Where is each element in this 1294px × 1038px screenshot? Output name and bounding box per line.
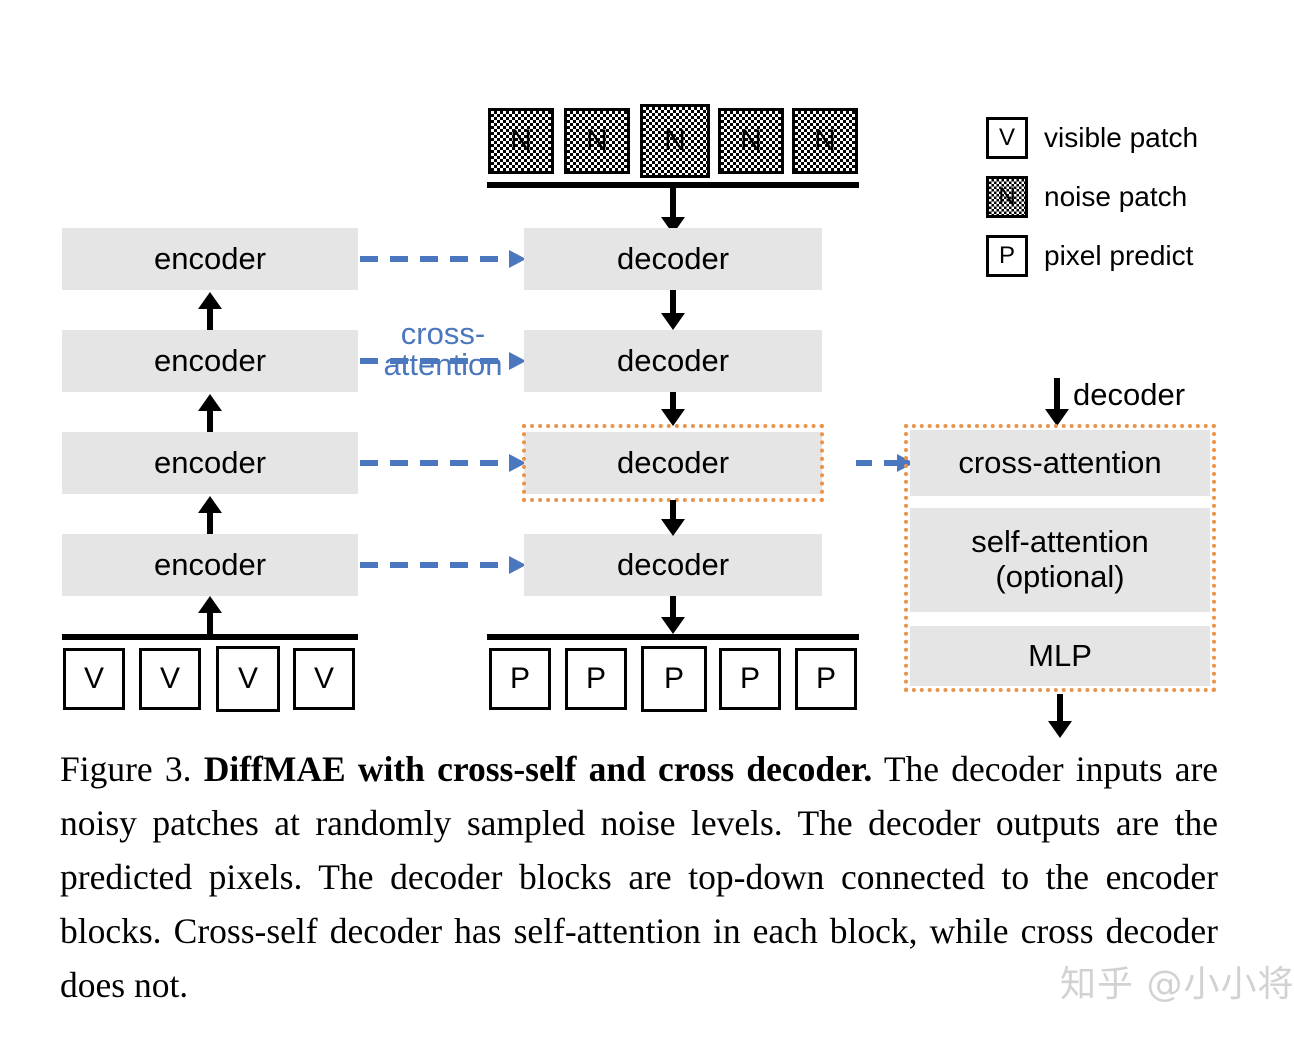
detail-row-self-attention: self-attention (optional) (910, 508, 1210, 612)
visible-patch-label: V (237, 662, 258, 695)
decoder-block-3: decoder (524, 330, 822, 392)
decoder-block-label: decoder (616, 444, 730, 480)
decoder-block-label: decoder (616, 342, 730, 378)
pixel-predict-label: P (815, 662, 836, 695)
noise-patch: N (488, 108, 554, 174)
noise-patch: N (564, 108, 630, 174)
decoder-to-pixel-arrow (661, 596, 685, 634)
detail-panel-output-arrow (1048, 694, 1072, 738)
legend-label: pixel predict (1044, 240, 1194, 271)
noise-patch-busbar (487, 182, 859, 188)
legend-swatch-noise: N (986, 176, 1028, 218)
noise-patch: N (640, 104, 710, 178)
pixel-predict-patch: P (641, 646, 707, 712)
cross-attention-label: cross- attention (383, 316, 503, 382)
highlighted-decoder-block-outline (522, 424, 824, 502)
pixel-predict-label: P (585, 662, 606, 695)
visible-patch: V (63, 648, 125, 710)
encoder-block-label: encoder (153, 240, 267, 276)
noise-patch-label: N (664, 124, 686, 157)
encoder-block-label: encoder (153, 444, 267, 480)
decoder-flow-arrow (661, 392, 685, 426)
cross-attention-arrow-4 (360, 250, 526, 268)
visible-patch: V (293, 648, 355, 710)
legend-symbol: V (998, 124, 1015, 151)
detail-row-label: cross-attention (958, 444, 1162, 480)
visible-patch: V (216, 646, 280, 712)
noise-patch-label: N (586, 124, 608, 157)
legend-label: noise patch (1044, 181, 1188, 212)
legend-swatch-pixel: P (986, 235, 1028, 277)
pixel-predict-busbar (487, 634, 859, 640)
pixel-predict-patch: P (565, 648, 627, 710)
legend-item-noise-patch: N noise patch (986, 176, 1187, 218)
decoder-block-label: decoder (616, 240, 730, 276)
detail-row-label: MLP (1028, 637, 1092, 673)
decoder-block-2: decoder (524, 432, 822, 494)
encoder-flow-arrow (198, 394, 222, 432)
detail-panel-title: decoder (1073, 377, 1186, 412)
visible-patch-busbar (62, 634, 358, 640)
decoder-block-4: decoder (524, 228, 822, 290)
legend-symbol: N (998, 183, 1016, 210)
encoder-block-1: encoder (62, 534, 358, 596)
legend-item-pixel-predict: P pixel predict (986, 235, 1193, 277)
watermark: 知乎 @小小将 (1060, 964, 1294, 1005)
visible-patch: V (139, 648, 201, 710)
decoder-flow-arrow (661, 500, 685, 536)
cross-attention-arrow-3 (360, 352, 526, 370)
caption-body: The decoder inputs are noisy patches at … (60, 749, 1219, 1005)
caption-figure-number: Figure 3. (60, 749, 192, 789)
detail-row-label: self-attention (optional) (971, 524, 1149, 594)
legend-swatch-visible: V (986, 117, 1028, 159)
encoder-block-3: encoder (62, 330, 358, 392)
pixel-predict-label: P (509, 662, 530, 695)
noise-patch: N (718, 108, 784, 174)
noise-patch-label: N (740, 124, 762, 157)
legend-label: visible patch (1044, 122, 1199, 153)
pixel-predict-patch: P (795, 648, 857, 710)
pixel-predict-patch: P (719, 648, 781, 710)
caption-title: DiffMAE with cross-self and cross decode… (203, 749, 873, 789)
decoder-block-1: decoder (524, 534, 822, 596)
detail-panel-input-arrow (1045, 378, 1069, 426)
encoder-block-label: encoder (153, 546, 267, 582)
noise-patch-label: N (510, 124, 532, 157)
noise-to-decoder-arrow (661, 186, 685, 234)
cross-attention-arrow-1 (360, 556, 526, 574)
figure-caption: Figure 3. DiffMAE with cross-self and cr… (60, 742, 1218, 1012)
visible-patch-to-encoder-arrow (198, 596, 222, 636)
decoder-flow-arrow (661, 290, 685, 330)
visible-patch-label: V (83, 662, 104, 695)
pixel-predict-label: P (663, 662, 684, 695)
legend-symbol: P (998, 242, 1015, 269)
noise-patch: N (792, 108, 858, 174)
legend-item-visible-patch: V visible patch (986, 117, 1198, 159)
encoder-block-4: encoder (62, 228, 358, 290)
visible-patch-label: V (313, 662, 334, 695)
pixel-predict-label: P (739, 662, 760, 695)
encoder-block-label: encoder (153, 342, 267, 378)
pixel-predict-patch: P (489, 648, 551, 710)
encoder-flow-arrow (198, 292, 222, 330)
cross-attention-arrow-2 (360, 454, 526, 472)
encoder-flow-arrow (198, 496, 222, 534)
visible-patch-label: V (159, 662, 180, 695)
detail-panel-outline (904, 424, 1216, 692)
noise-patch-label: N (814, 124, 836, 157)
decoder-block-label: decoder (616, 546, 730, 582)
detail-row-cross-attention: cross-attention (910, 430, 1210, 496)
detail-row-mlp: MLP (910, 626, 1210, 686)
encoder-block-2: encoder (62, 432, 358, 494)
figure-diagram: N N N N N encoder encoder encoder encode… (62, 104, 1216, 738)
